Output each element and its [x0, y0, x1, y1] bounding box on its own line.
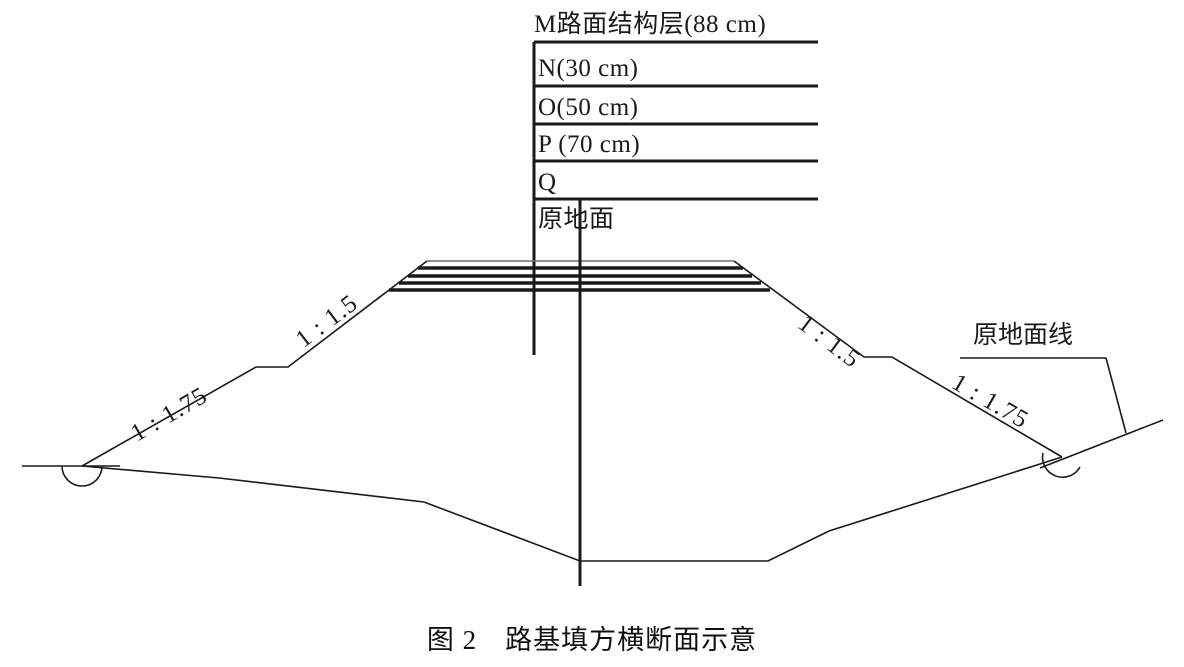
- left-slope-profile: [81, 260, 428, 467]
- right-slope-profile: [733, 260, 1063, 458]
- ground-line-leader: [960, 357, 1127, 434]
- ground-line-leader-diagonal: [1105, 357, 1127, 434]
- left-toe-arc-icon: [61, 465, 103, 487]
- figure-caption: 图 2 路基填方横断面示意: [426, 625, 758, 655]
- ground-line-label: 原地面线: [973, 322, 1074, 349]
- structure-row-label-n: N(30 cm): [538, 55, 639, 82]
- excavation-base-profile: [81, 456, 1063, 562]
- structure-row-label-p: P (70 cm): [538, 131, 641, 158]
- structure-row-label-original-ground: 原地面: [538, 206, 615, 233]
- original-ground-right: [1039, 419, 1164, 469]
- structure-table-title: M路面结构层(88 cm): [534, 11, 767, 38]
- structure-row-label-q: Q: [538, 169, 557, 196]
- right-toe-arc-icon: [1041, 452, 1081, 479]
- structure-row-label-o: O(50 cm): [538, 94, 639, 121]
